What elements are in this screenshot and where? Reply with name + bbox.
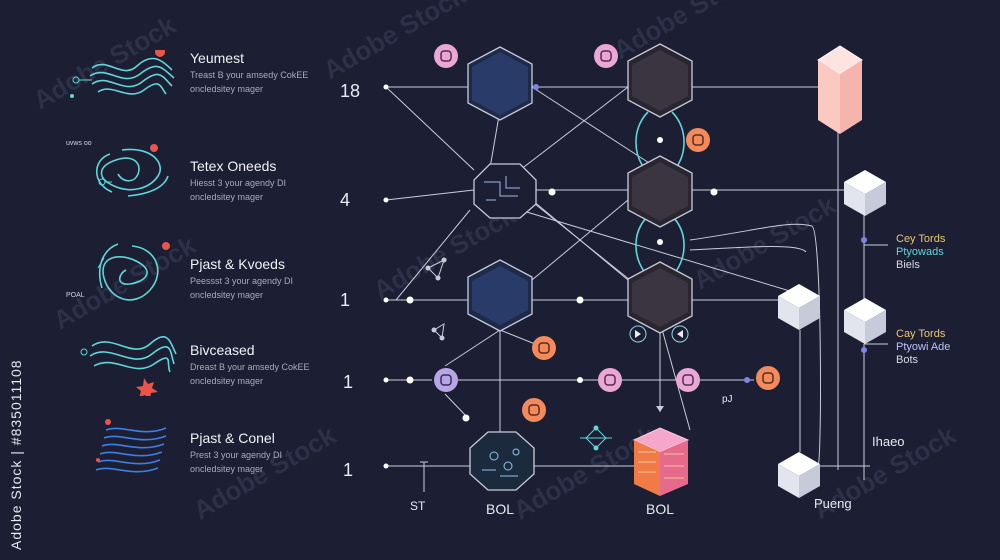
feature-item-3: POAL Pjast & Kvoeds Peessst 3 your agend… bbox=[62, 238, 342, 318]
feature-title: Yeumest bbox=[190, 50, 244, 66]
badge-icon bbox=[598, 368, 622, 392]
feature-description: oncledsitey mager bbox=[190, 464, 264, 474]
legend-label: Bots bbox=[896, 354, 919, 366]
hexagon-node bbox=[467, 259, 533, 332]
arrow-down-icon bbox=[656, 390, 664, 412]
row-number: 4 bbox=[340, 190, 351, 210]
feature-title: Pjast & Conel bbox=[190, 430, 275, 446]
feature-description: oncledsitey mager bbox=[190, 192, 264, 202]
maze-swirl-icon bbox=[96, 144, 169, 197]
legend-label: Ptyowi Ade bbox=[896, 341, 951, 353]
row-number: 1 bbox=[343, 372, 354, 392]
circuit-octagon-node bbox=[469, 431, 535, 491]
legend-label: Biels bbox=[896, 259, 920, 271]
feature-description: oncledsitey mager bbox=[190, 84, 264, 94]
network-glyph-icon bbox=[425, 257, 447, 281]
feature-item-5: Pjast & Conel Prest 3 your agendy DI onc… bbox=[62, 416, 342, 496]
node-label: BOL bbox=[486, 501, 515, 517]
feature-description: oncledsitey mager bbox=[190, 376, 264, 386]
circuit-octagon-node bbox=[473, 163, 537, 219]
feature-item-4: Bivceased Dreast B your amsedy CokEE onc… bbox=[62, 326, 342, 406]
row-number: 1 bbox=[343, 460, 354, 480]
wave-swirl-icon bbox=[80, 336, 177, 396]
colorful-cube-node bbox=[632, 427, 690, 496]
badge-icon bbox=[532, 336, 556, 360]
feature-tag: POAL bbox=[66, 292, 85, 299]
feature-description: Peessst 3 your agendy DI bbox=[190, 276, 294, 286]
white-cube-node bbox=[778, 452, 820, 498]
node-label: Ihaeo bbox=[872, 434, 905, 449]
legend-label: Ptyowads bbox=[896, 246, 944, 258]
white-cube-node bbox=[844, 170, 886, 216]
feature-tag: uvws oo bbox=[66, 140, 92, 147]
back-icon bbox=[671, 325, 689, 343]
feature-description: Prest 3 your agendy DI bbox=[190, 450, 283, 460]
feature-title: Tetex Oneeds bbox=[190, 158, 277, 174]
badge-icon bbox=[686, 128, 710, 152]
junction-dots bbox=[383, 84, 718, 469]
feature-title: Pjast & Kvoeds bbox=[190, 256, 285, 272]
feature-description: Dreast B your amsedy CokEE bbox=[190, 362, 310, 372]
feature-item-1: Yeumest Treast B your amsedy CokEE oncle… bbox=[62, 50, 342, 130]
flowing-ribbon-icon bbox=[95, 419, 167, 473]
feature-description: Treast B your amsedy CokEE bbox=[190, 70, 309, 80]
node-label: Pueng bbox=[814, 496, 852, 511]
node-label: BOL bbox=[646, 501, 675, 517]
spiral-pattern-icon bbox=[97, 242, 170, 301]
legend-label: Cay Tords bbox=[896, 328, 946, 340]
legend-block-2: Cay Tords Ptyowi Ade Bots bbox=[896, 328, 950, 367]
hexagon-node bbox=[467, 46, 533, 121]
legend-block-1: Cey Tords Ptyowads Biels bbox=[896, 233, 945, 272]
legend-label: Cey Tords bbox=[896, 233, 946, 245]
accent-dots bbox=[533, 84, 867, 383]
node-label: pJ bbox=[722, 394, 733, 405]
node-label: ST bbox=[410, 499, 426, 513]
white-cube-node bbox=[844, 298, 886, 344]
wave-swirl-icon bbox=[70, 50, 175, 98]
connector-lines bbox=[385, 86, 888, 492]
network-glyph-icon bbox=[431, 323, 445, 341]
tall-box-node bbox=[817, 45, 863, 134]
play-icon bbox=[629, 325, 647, 343]
row-number: 18 bbox=[340, 81, 361, 101]
badge-icon bbox=[594, 44, 618, 68]
network-glyph-icon bbox=[580, 425, 612, 451]
row-number: 1 bbox=[340, 290, 351, 310]
badge-icon bbox=[756, 366, 780, 390]
feature-description: oncledsitey mager bbox=[190, 290, 264, 300]
white-cube-node bbox=[778, 284, 820, 330]
badge-icon bbox=[522, 398, 546, 422]
badge-icon bbox=[434, 368, 458, 392]
feature-description: Hiesst 3 your agendy DI bbox=[190, 178, 287, 188]
feature-title: Bivceased bbox=[190, 342, 255, 358]
hexagon-node bbox=[627, 43, 693, 118]
hexagon-node bbox=[627, 155, 693, 228]
badge-icon bbox=[434, 44, 458, 68]
badge-icon bbox=[676, 368, 700, 392]
hexagon-node bbox=[627, 261, 693, 334]
feature-item-2: uvws oo Tetex Oneeds Hiesst 3 your agend… bbox=[62, 140, 342, 220]
